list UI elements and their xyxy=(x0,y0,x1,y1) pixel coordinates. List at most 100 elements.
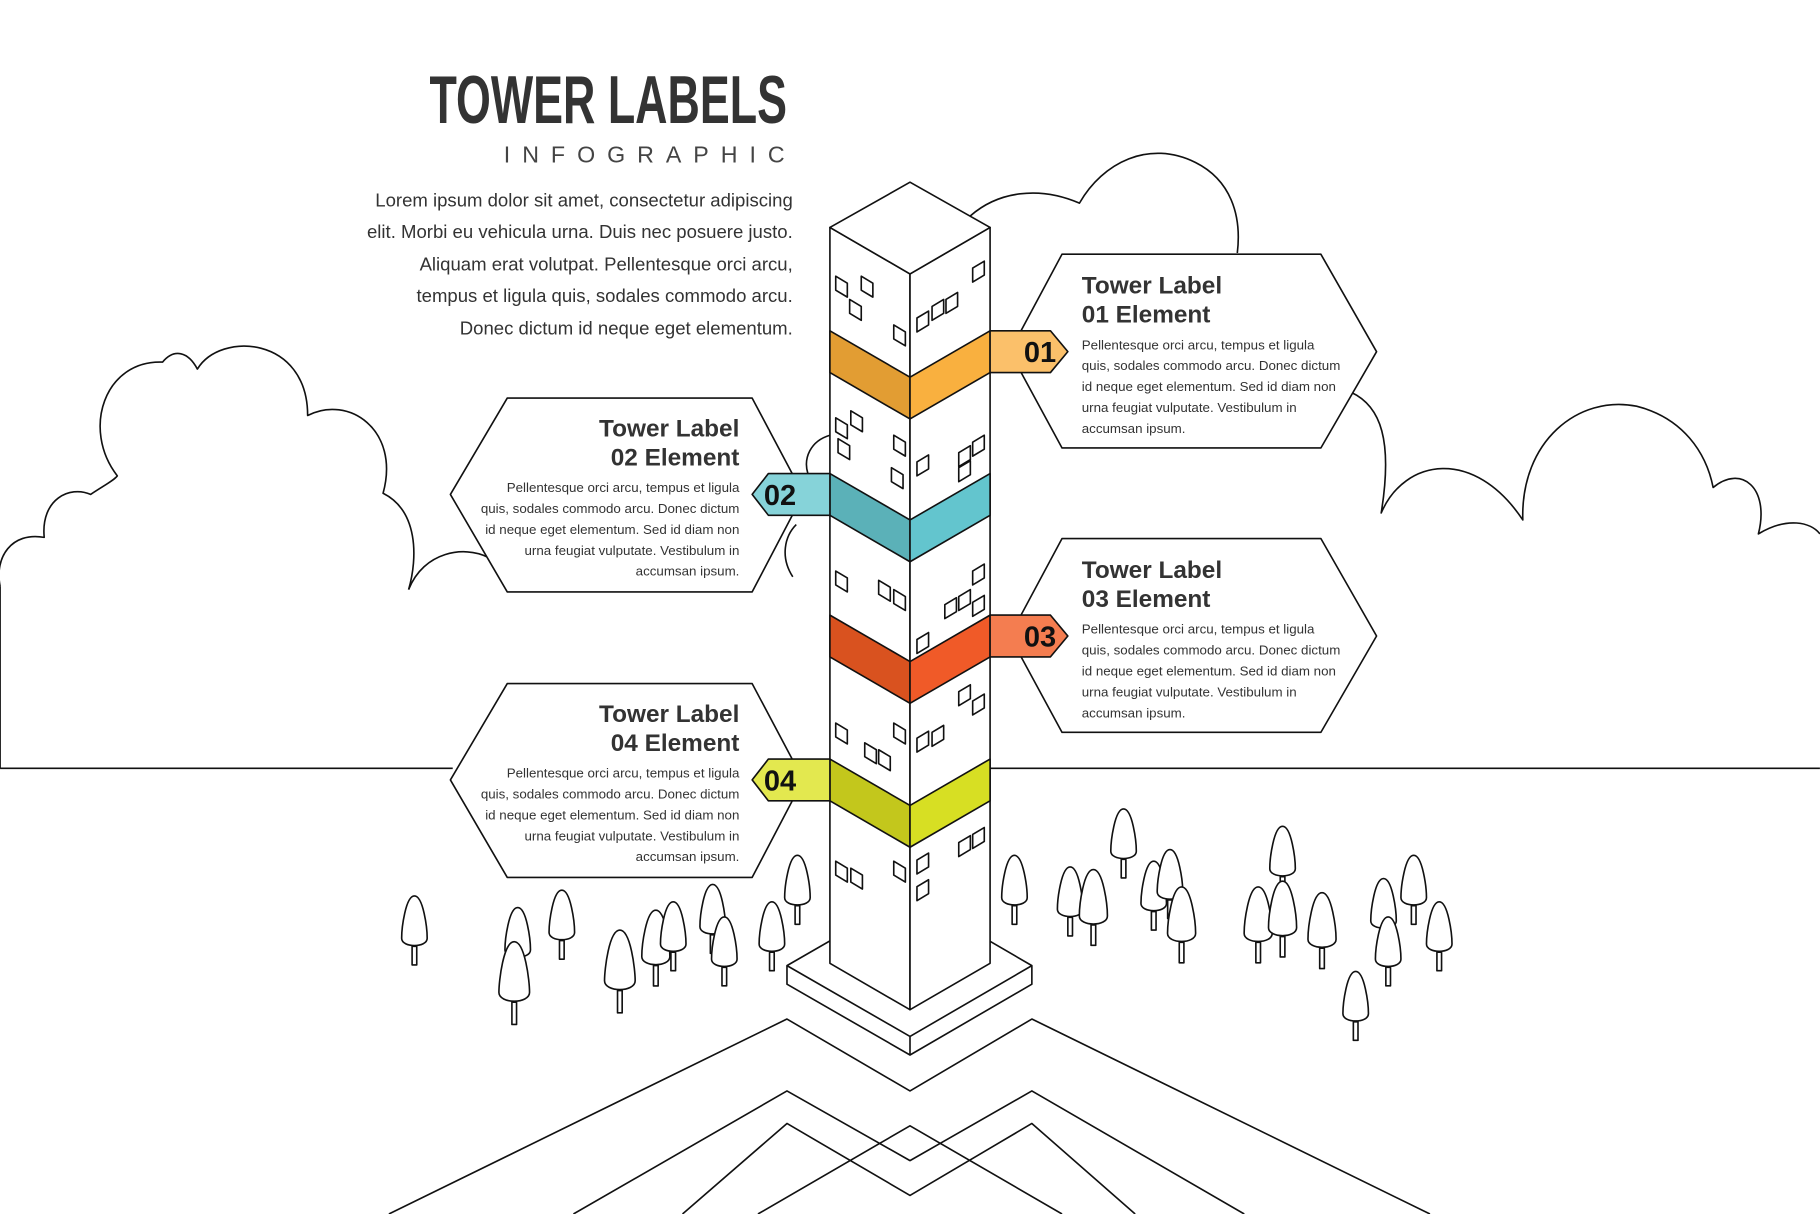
label-body-line: accumsan ipsum. xyxy=(1082,705,1186,720)
label-body-line: accumsan ipsum. xyxy=(636,564,740,579)
label-body-line: Pellentesque orci arcu, tempus et ligula xyxy=(1082,622,1315,637)
label-body-line: id neque eget elementum. Sed id diam non xyxy=(485,522,739,537)
trees xyxy=(400,808,1453,1042)
window-icon xyxy=(863,741,878,765)
intro-line: tempus et ligula quis, sodales commodo a… xyxy=(416,285,792,306)
tree-icon xyxy=(548,889,576,960)
label-title: Tower Label xyxy=(599,415,739,442)
road-line-4 xyxy=(757,1124,1063,1214)
label-title: 02 Element xyxy=(611,444,740,471)
page-subtitle: INFOGRAPHIC xyxy=(504,141,785,167)
background-scenery xyxy=(0,152,1820,1214)
cloud-left xyxy=(0,345,415,590)
tree-icon xyxy=(1425,900,1453,972)
cloud-behind-tower xyxy=(784,434,831,578)
window-icon xyxy=(931,724,945,748)
tree-icon xyxy=(1166,886,1197,964)
label-title: 01 Element xyxy=(1082,302,1211,329)
tree-icon xyxy=(1109,808,1138,879)
label-body-line: urna feugiat vulputate. Vestibulum in xyxy=(1082,684,1297,699)
window-icon xyxy=(916,454,930,477)
number-tab xyxy=(751,758,831,802)
tree-icon xyxy=(783,854,811,926)
label-hexagon xyxy=(449,397,805,593)
label-body-line: accumsan ipsum. xyxy=(636,849,740,864)
label-body-line: quis, sodales commodo arcu. Donec dictum xyxy=(481,787,740,802)
tower-band-03 xyxy=(829,614,991,705)
tower-band-04 xyxy=(829,758,991,849)
number-tab xyxy=(989,329,1069,374)
window-icon xyxy=(971,826,986,850)
window-icon xyxy=(957,444,972,468)
tree-icon xyxy=(1078,868,1109,947)
window-icon xyxy=(834,570,849,593)
road-line-2 xyxy=(573,1090,1245,1214)
label-body-line: id neque eget elementum. Sed id diam non xyxy=(485,807,739,822)
cloud-center xyxy=(969,152,1239,254)
window-icon xyxy=(834,860,849,883)
label-body-line: id neque eget elementum. Sed id diam non xyxy=(1082,663,1336,678)
window-icon xyxy=(957,588,972,612)
tree-icon xyxy=(1243,886,1274,964)
window-icon xyxy=(916,878,930,902)
window-icon xyxy=(971,594,986,618)
tree-icon xyxy=(603,929,636,1014)
window-icon xyxy=(892,434,907,457)
window-icon xyxy=(877,579,892,603)
window-icon xyxy=(971,693,986,716)
window-icon xyxy=(971,434,986,457)
window-icon xyxy=(877,748,892,772)
label-number: 02 xyxy=(764,480,796,512)
tree-icon xyxy=(1307,891,1337,970)
tree-icon xyxy=(1267,880,1298,958)
tower-windows xyxy=(834,260,986,902)
cloud-left-small xyxy=(407,550,488,590)
number-tab xyxy=(989,614,1069,658)
tree-icon xyxy=(1056,866,1084,937)
tree-icon xyxy=(710,916,738,987)
window-icon xyxy=(957,459,972,483)
tree-icon xyxy=(1000,854,1029,926)
cloud-right xyxy=(1350,391,1820,535)
label-body-line: accumsan ipsum. xyxy=(1082,421,1186,436)
label-body-line: quis, sodales commodo arcu. Donec dictum xyxy=(1082,643,1341,658)
label-body-line: Pellentesque orci arcu, tempus et ligula xyxy=(507,766,740,781)
road-line-1 xyxy=(388,1018,1431,1214)
window-icon xyxy=(944,596,958,620)
label-number: 03 xyxy=(1024,621,1056,653)
label-body-line: urna feugiat vulputate. Vestibulum in xyxy=(525,828,740,843)
tower-band-01 xyxy=(829,329,991,420)
window-icon xyxy=(916,730,930,753)
tree-icon xyxy=(400,895,428,966)
window-icon xyxy=(892,722,907,745)
tower xyxy=(829,181,991,1011)
tower-band-02 xyxy=(829,472,991,563)
window-icon xyxy=(848,298,863,322)
window-icon xyxy=(834,275,849,298)
window-icon xyxy=(892,324,907,347)
label-body-line: quis, sodales commodo arcu. Donec dictum xyxy=(1082,358,1341,373)
label-title: 03 Element xyxy=(1082,586,1211,613)
window-icon xyxy=(916,631,930,655)
label-body-line: Pellentesque orci arcu, tempus et ligula xyxy=(1082,337,1315,352)
window-icon xyxy=(892,588,907,612)
label-body-line: id neque eget elementum. Sed id diam non xyxy=(1082,379,1336,394)
window-icon xyxy=(834,417,849,440)
header: TOWER LABELS INFOGRAPHIC Lorem ipsum dol… xyxy=(367,63,793,338)
tree-icon xyxy=(758,900,786,972)
tree-icon xyxy=(1374,916,1402,987)
window-icon xyxy=(957,834,972,858)
label-body-line: Pellentesque orci arcu, tempus et ligula xyxy=(507,480,740,495)
window-icon xyxy=(971,563,986,586)
window-icon xyxy=(849,410,864,433)
intro-line: elit. Morbi eu vehicula urna. Duis nec p… xyxy=(367,221,793,242)
label-body-line: urna feugiat vulputate. Vestibulum in xyxy=(525,543,740,558)
window-icon xyxy=(916,852,930,875)
tree-icon xyxy=(1400,854,1428,926)
tree-icon xyxy=(498,940,531,1026)
window-icon xyxy=(849,867,864,890)
